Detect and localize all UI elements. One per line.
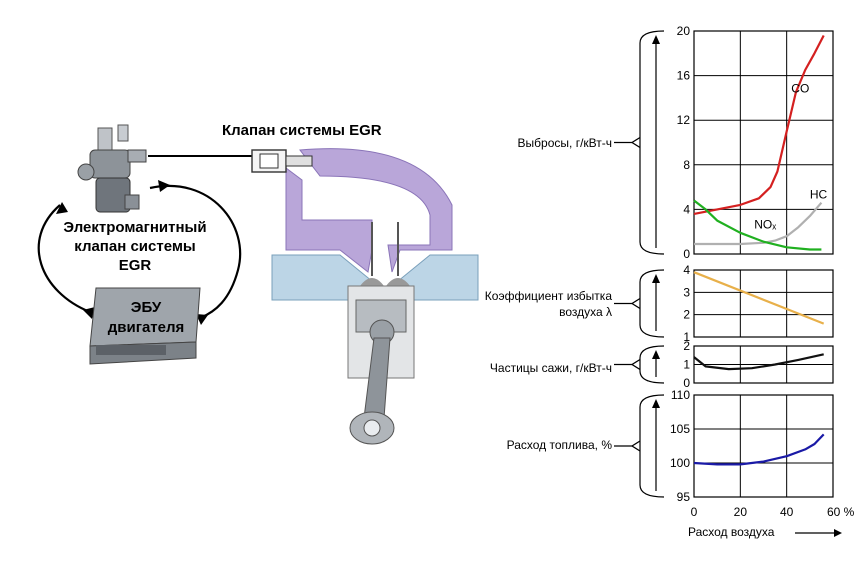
up-arrow-head <box>652 35 660 44</box>
egr-valve-image <box>251 149 313 173</box>
solenoid-valve-image <box>77 124 147 213</box>
brace-tip <box>630 136 641 149</box>
series-label: HC <box>810 187 828 201</box>
y-tick-label: 2 <box>683 339 690 353</box>
series-line <box>693 199 822 251</box>
y-tick-label: 1 <box>683 330 690 344</box>
x-tick-label: 20 <box>734 505 748 519</box>
panel-label-fuel: Расход топлива, % <box>506 438 612 452</box>
y-tick-label: 4 <box>683 263 690 277</box>
control-loop <box>37 184 242 320</box>
y-tick-label: 20 <box>677 24 691 38</box>
panel-brace <box>639 269 665 338</box>
panel-brace <box>639 345 665 384</box>
brace-tip <box>630 358 641 371</box>
loop-arrow-bottom <box>83 307 95 319</box>
series-label: CO <box>791 81 809 95</box>
panel-brace <box>639 394 665 498</box>
x-tick-label: 60 % <box>827 505 855 519</box>
y-tick-label: 0 <box>683 376 690 390</box>
series-line <box>693 271 825 325</box>
x-tick-label: 0 <box>691 505 698 519</box>
series-line <box>693 433 825 466</box>
x-axis-arrow-head <box>834 529 842 537</box>
series-line <box>694 201 823 246</box>
up-arrow-head <box>652 274 660 283</box>
x-axis-label: Расход воздуха <box>688 525 775 539</box>
egr-valve-label: Клапан системы EGR <box>222 122 382 139</box>
loop-arrow-top <box>158 180 170 192</box>
y-tick-label: 4 <box>683 202 690 216</box>
y-tick-label: 2 <box>683 308 690 322</box>
panel-brace <box>639 30 665 255</box>
brace-tip <box>630 440 641 452</box>
panel-label-soot: Частицы сажи, г/кВт-ч <box>489 361 612 375</box>
y-tick-label: 8 <box>683 158 690 172</box>
y-tick-label: 16 <box>677 69 691 83</box>
y-tick-label: 110 <box>671 388 690 402</box>
series-line <box>693 34 825 215</box>
ecu-label: ЭБУ двигателя <box>107 299 185 336</box>
y-tick-label: 0 <box>683 247 690 261</box>
loop-arrow-left <box>56 202 68 214</box>
loop-arrow-right <box>196 314 208 325</box>
y-tick-label: 95 <box>677 490 691 504</box>
series-line <box>693 353 824 371</box>
y-tick-label: 3 <box>683 285 690 299</box>
ecu-image <box>89 287 201 365</box>
x-tick-label: 40 <box>780 505 794 519</box>
up-arrow-head <box>652 399 660 408</box>
y-tick-label: 12 <box>677 113 691 127</box>
solenoid-valve-label: Электромагнитный клапан системы EGR <box>63 219 207 274</box>
engine-cross-section <box>271 148 479 445</box>
y-tick-label: 1 <box>683 358 690 372</box>
series-label: NOₓ <box>754 217 776 231</box>
up-arrow-head <box>652 350 660 359</box>
panel-label-emissions: Выбросы, г/кВт-ч <box>517 136 612 150</box>
y-tick-label: 105 <box>670 422 690 436</box>
panel-label-lambda: Коэффициент избытка воздуха λ <box>484 289 612 319</box>
brace-tip <box>630 297 641 310</box>
y-tick-label: 100 <box>670 456 690 470</box>
